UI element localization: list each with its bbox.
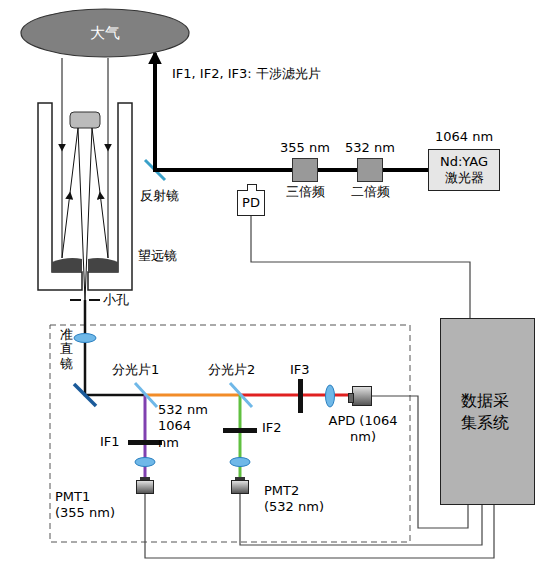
wavelength-label: 355 nm: [280, 140, 330, 156]
part-label: 小孔: [103, 292, 129, 308]
lens: [135, 458, 155, 467]
data-acquisition-box: 数据采集系统: [440, 318, 535, 505]
node-label: Nd:YAG 激光器: [432, 154, 496, 187]
lens: [230, 458, 250, 467]
node-label: PD: [242, 195, 260, 211]
light-ray: [62, 58, 63, 150]
light-ray: [92, 128, 100, 193]
filter: [223, 428, 257, 433]
part-label: IF1: [100, 434, 120, 450]
primary-mirror: [52, 258, 82, 272]
filter: [128, 440, 162, 445]
light-ray: [62, 193, 70, 258]
frequency-tripler: 355 nm三倍频: [292, 158, 318, 182]
part-label: IF2: [262, 420, 282, 436]
light-ray: [78, 128, 85, 300]
part-label: IF1, IF2, IF3: 干涉滤光片: [172, 66, 321, 82]
pmt-detector: PMT2 (532 nm): [231, 480, 249, 494]
signal-wire: [251, 216, 470, 318]
node-label: 数据采集系统: [461, 390, 514, 433]
telescope-wall: [38, 103, 82, 290]
collimator-lens: [74, 334, 96, 343]
laser-beam: [383, 168, 428, 172]
beam: [239, 395, 242, 480]
node-label: 二倍频: [351, 184, 390, 200]
light-ray: [70, 128, 78, 193]
photodiode-cap: [247, 184, 257, 191]
node-label: 三倍频: [286, 184, 325, 200]
light-ray: [85, 128, 92, 300]
detector-window: [235, 477, 245, 480]
beam: [85, 300, 145, 395]
light-ray: [108, 58, 109, 150]
beam-splitter: [230, 383, 252, 407]
laser-beam: [318, 168, 357, 172]
secondary-mirror: [70, 112, 100, 128]
detector-label: PMT1 (355 nm): [55, 489, 117, 522]
photodiode: PD: [237, 190, 265, 216]
part-label: IF3: [290, 362, 310, 378]
wavelength-label: 1064 nm: [435, 129, 493, 145]
detector-window: [348, 393, 354, 403]
frequency-doubler: 532 nm二倍频: [357, 158, 383, 182]
part-label: 分光片2: [208, 362, 255, 378]
part-label: 532 nm 1064 nm: [158, 402, 212, 451]
filter: [298, 379, 303, 413]
light-ray: [62, 150, 63, 258]
part-label: 反射镜: [140, 188, 179, 204]
detector-window: [140, 477, 150, 480]
part-label: 准直镜: [60, 328, 73, 371]
fold-mirror: [74, 384, 96, 406]
beam: [240, 394, 352, 397]
wavelength-label: 532 nm: [345, 140, 395, 156]
apd-detector: APD (1064 nm): [352, 386, 372, 406]
beam: [145, 394, 240, 397]
node-label: 大气: [90, 24, 120, 43]
part-label: 分光片1: [112, 362, 159, 378]
beam: [144, 395, 147, 480]
telescope-wall: [88, 103, 132, 290]
receiver-box: [50, 325, 410, 542]
beam-splitter: [135, 383, 157, 407]
atmosphere-ellipse: 大气: [20, 8, 190, 58]
laser-box: 1064 nmNd:YAG 激光器: [428, 149, 500, 192]
detector-label: APD (1064 nm): [323, 413, 403, 446]
light-ray: [100, 193, 108, 258]
light-ray: [108, 150, 109, 258]
pmt-detector: PMT1 (355 nm): [136, 480, 154, 494]
ellipse-shape: [21, 9, 189, 57]
primary-mirror: [88, 258, 118, 272]
lens: [326, 385, 335, 407]
part-label: 望远镜: [138, 248, 177, 264]
detector-label: PMT2 (532 nm): [264, 483, 330, 516]
